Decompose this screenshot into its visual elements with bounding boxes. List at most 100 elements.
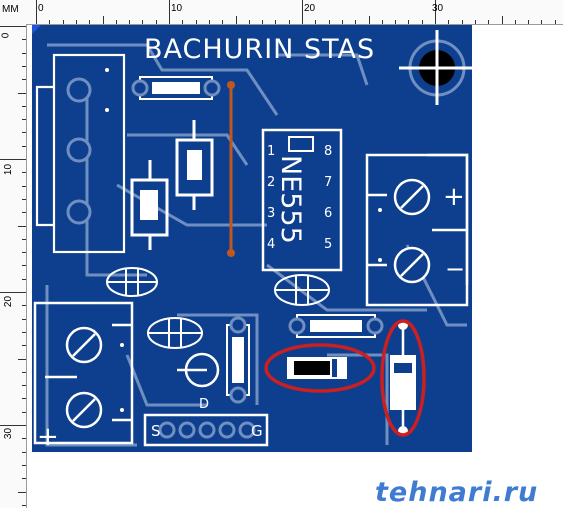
- header-right-label: G: [251, 422, 263, 440]
- mounting-hole[interactable]: [399, 30, 475, 105]
- ruler-tick: [22, 464, 26, 466]
- vias: [105, 68, 382, 412]
- ruler-tick: [36, 0, 37, 24]
- led-letter: D: [199, 397, 209, 412]
- capacitor-c1[interactable]: [106, 267, 158, 297]
- ruler-tick: [0, 26, 26, 27]
- vertical-ruler[interactable]: 0 10 20 30: [0, 24, 27, 508]
- chip-pin-8: 8: [324, 144, 332, 159]
- ruler-tick: [22, 52, 26, 54]
- connector-j1-silkscreen: [35, 53, 126, 254]
- ruler-tick: [22, 385, 26, 387]
- capacitor-c2[interactable]: [274, 274, 330, 306]
- chip-pin-7: 7: [324, 175, 332, 190]
- connector-output-left[interactable]: +: [33, 301, 134, 452]
- highlight-ellipse-2: [380, 319, 426, 437]
- pcb-board-drawing[interactable]: BACHURIN STAS: [27, 25, 563, 508]
- ruler-tick: [288, 20, 290, 24]
- connector-bottom-header[interactable]: S G: [143, 413, 269, 447]
- ruler-tick: [22, 371, 26, 373]
- ruler-tick: [421, 20, 423, 24]
- ruler-top-label-10: 10: [171, 3, 183, 14]
- ic-ne555[interactable]: NE555 1 2 3 4 5 6 7 8: [261, 128, 343, 272]
- ruler-tick: [474, 20, 476, 24]
- board-title-text: BACHURIN STAS: [144, 34, 375, 65]
- origin-marker: [32, 25, 41, 34]
- ruler-tick: [22, 411, 26, 413]
- diode-d2[interactable]: [130, 160, 169, 250]
- ruler-tick: [248, 20, 250, 24]
- ruler-left-label-10: 10: [3, 163, 15, 176]
- diode-highlighted-horizontal[interactable]: [264, 343, 376, 393]
- ruler-tick: [22, 478, 26, 480]
- ruler-tick: [22, 132, 26, 134]
- ruler-tick: [129, 20, 131, 24]
- output-plus-label: +: [37, 422, 59, 452]
- ruler-tick: [488, 20, 490, 24]
- chip-pin-3: 3: [267, 206, 275, 221]
- connector-power-right[interactable]: + −: [365, 153, 469, 307]
- ruler-tick: [22, 504, 26, 506]
- ruler-top-label-20: 20: [304, 3, 316, 14]
- ruler-tick: [22, 79, 26, 81]
- ruler-tick: [22, 398, 26, 400]
- resistor-r1[interactable]: [131, 76, 221, 100]
- ruler-tick: [435, 0, 436, 24]
- capacitor-c3[interactable]: [147, 317, 203, 349]
- ruler-tick: [315, 20, 317, 24]
- ruler-tick: [262, 20, 264, 24]
- resistor-r3[interactable]: [288, 314, 384, 338]
- ruler-tick: [381, 20, 383, 24]
- ruler-tick: [541, 20, 543, 24]
- ruler-tick: [155, 20, 157, 24]
- chip-pin-2: 2: [267, 175, 275, 190]
- ruler-tick: [115, 20, 117, 24]
- ruler-tick: [528, 20, 530, 24]
- ruler-tick: [22, 105, 26, 107]
- ruler-tick: [22, 345, 26, 347]
- ruler-corner: MM: [0, 0, 27, 25]
- ruler-tick: [448, 20, 450, 24]
- ruler-tick: [22, 145, 26, 147]
- horizontal-ruler[interactable]: 0 10 20 30: [26, 0, 563, 25]
- led-d3[interactable]: D: [177, 352, 220, 412]
- ruler-tick: [341, 20, 343, 24]
- ruler-tick: [22, 438, 26, 440]
- ruler-tick: [395, 20, 397, 24]
- ruler-unit-label: MM: [2, 4, 19, 15]
- ruler-tick: [22, 238, 26, 240]
- ruler-left-label-20: 20: [3, 295, 15, 308]
- diode-highlighted-vertical[interactable]: [380, 319, 426, 437]
- resistor-r2[interactable]: [226, 316, 250, 404]
- diode-d1[interactable]: [175, 120, 214, 210]
- ruler-top-label-30: 30: [432, 3, 444, 14]
- ruler-left-label-0: 0: [0, 32, 12, 39]
- highlight-ellipse-1: [264, 343, 376, 393]
- ruler-tick: [328, 20, 330, 24]
- ruler-tick: [142, 20, 144, 24]
- ruler-tick: [408, 20, 410, 24]
- ruler-tick: [75, 20, 77, 24]
- ruler-tick: [514, 20, 516, 24]
- design-canvas[interactable]: BACHURIN STAS: [27, 25, 563, 508]
- chip-pin-5: 5: [324, 237, 332, 252]
- ruler-tick: [49, 20, 51, 24]
- ruler-tick: [182, 20, 184, 24]
- ruler-tick: [169, 0, 170, 24]
- ruler-tick: [22, 252, 26, 254]
- ruler-tick: [22, 39, 26, 41]
- power-minus-label: −: [445, 255, 465, 283]
- ruler-tick: [22, 451, 26, 453]
- ruler-top-label-0: 0: [38, 3, 44, 14]
- ruler-tick: [22, 119, 26, 121]
- chip-pin-4: 4: [267, 237, 275, 252]
- ruler-tick: [22, 265, 26, 267]
- ruler-tick: [275, 20, 277, 24]
- connector-j1-pads[interactable]: [66, 77, 92, 225]
- ruler-tick: [22, 318, 26, 320]
- ruler-tick: [89, 20, 91, 24]
- ruler-tick: [18, 491, 26, 493]
- ruler-tick: [461, 20, 463, 24]
- ruler-tick: [22, 185, 26, 187]
- ruler-tick: [18, 92, 26, 94]
